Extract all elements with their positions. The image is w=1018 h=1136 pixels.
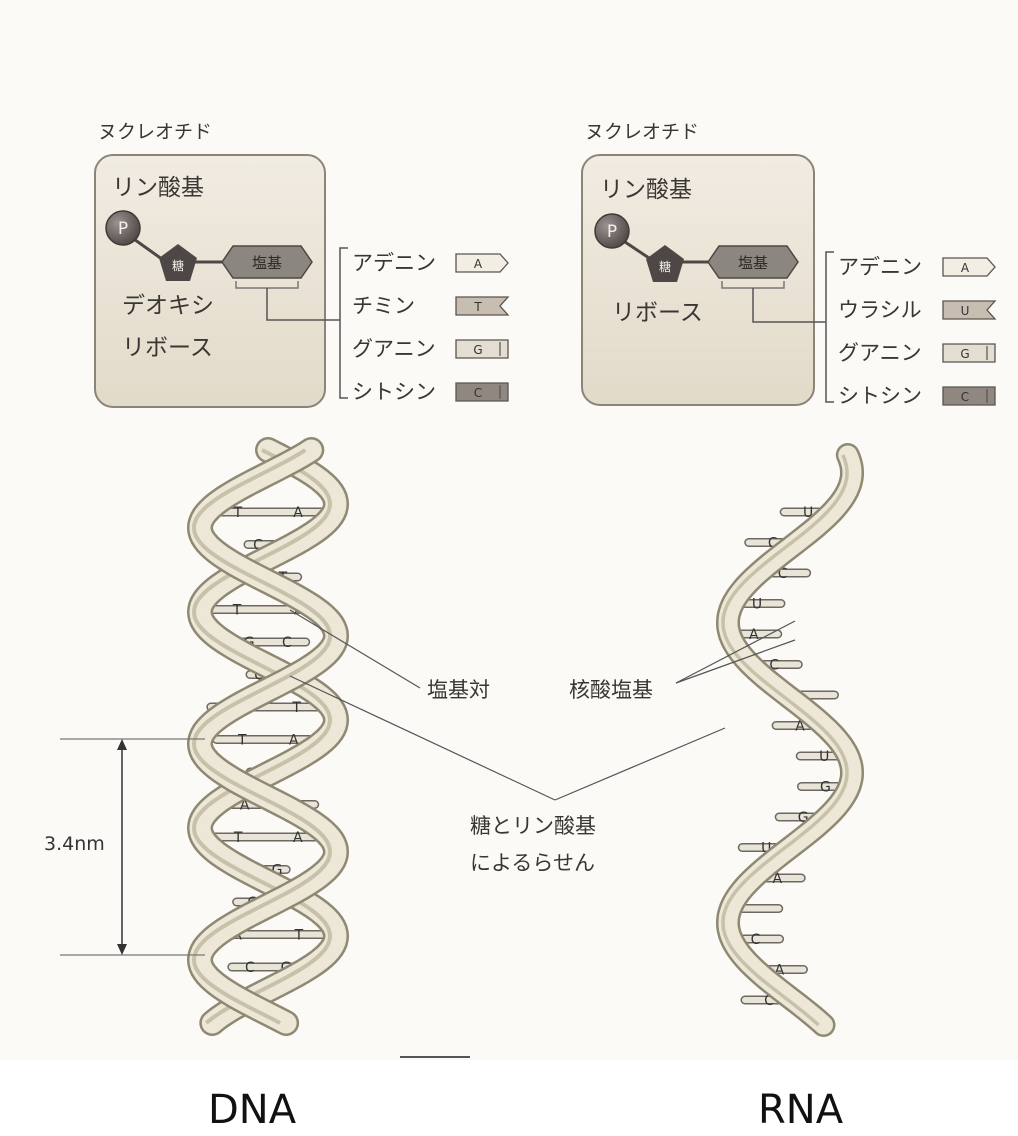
dna-phosphate-symbol: P [118, 219, 128, 239]
dna-rna-structure-diagram: ヌクレオチド リン酸基 P 糖 塩基 デオキシ リボース アデニン A チミン T グア… [0, 0, 1018, 1060]
rna-card-title: ヌクレオチド [585, 121, 699, 143]
dna-rung-right-base: A [293, 505, 303, 521]
rna-base-letter: G [820, 780, 831, 796]
caption-rna: RNA [758, 1090, 843, 1130]
dna-sugar-name-line2: リボース [122, 335, 213, 361]
callouts: 塩基対 核酸塩基 糖とリン酸基 によるらせん [290, 610, 795, 875]
rna-nucleotide-card: ヌクレオチド リン酸基 P 糖 塩基 リボース アデニン A ウラシル U グアニン G シ… [582, 121, 995, 408]
base-name-1: ウラシル [838, 298, 922, 322]
rna-sugar-symbol: 糖 [659, 259, 671, 274]
callout-nucleobase: 核酸塩基 [569, 678, 653, 702]
base-name-1: チミン [352, 294, 415, 318]
arrow-up-icon [117, 739, 127, 750]
base-name-2: グアニン [838, 341, 922, 365]
dna-card-title: ヌクレオチド [98, 121, 212, 143]
dna-rung-left-base: T [233, 505, 243, 521]
dna-sugar-symbol: 糖 [172, 258, 184, 273]
base-tag-letter: C [961, 390, 969, 404]
dna-rung-right-base: T [294, 928, 304, 944]
base-name-0: アデニン [838, 255, 922, 279]
base-name-3: シトシン [352, 380, 436, 404]
callout-backbone-line2: によるらせん [470, 851, 595, 875]
dna-rung-left-base: T [233, 830, 243, 846]
rna-phosphate-symbol: P [607, 222, 617, 242]
dna-sugar-name-line1: デオキシ [122, 293, 214, 319]
callout-backbone-line1: 糖とリン酸基 [470, 814, 596, 838]
dna-base-list: アデニン A チミン T グアニン G シトシン C [352, 251, 508, 404]
dna-phosphate-label: リン酸基 [112, 175, 204, 201]
rna-base-letter: U [752, 597, 762, 613]
dna-rung-right-base: T [291, 700, 301, 716]
base-tag-letter: A [961, 261, 970, 275]
callout-base-pair: 塩基対 [427, 678, 490, 702]
base-tag-letter: U [961, 304, 970, 318]
arrow-down-icon [117, 944, 127, 955]
base-tag-letter: C [474, 386, 482, 400]
rna-base-symbol: 塩基 [738, 254, 768, 272]
rna-base-letter: U [819, 749, 829, 765]
rna-phosphate-label: リン酸基 [600, 177, 692, 203]
caption-dna: DNA [208, 1090, 296, 1130]
rna-base-letter: C [751, 932, 761, 948]
base-tag-letter: T [473, 300, 482, 314]
base-tag-letter: G [960, 347, 969, 361]
base-tag-letter: A [474, 257, 483, 271]
dna-rung-left-base: C [245, 960, 255, 976]
dna-rung-right-base: C [282, 635, 292, 651]
dna-nucleotide-card: ヌクレオチド リン酸基 P 糖 塩基 デオキシ リボース アデニン A チミン T グア… [95, 121, 508, 407]
base-tag-letter: G [473, 343, 482, 357]
pitch-measurement: 3.4nm [42, 739, 205, 955]
rna-sugar-name: リボース [612, 300, 703, 326]
base-tag-shape [456, 297, 508, 315]
base-name-3: シトシン [838, 384, 922, 408]
dna-base-symbol: 塩基 [252, 254, 282, 272]
dna-rung-right-base: A [293, 830, 303, 846]
base-name-0: アデニン [352, 251, 436, 275]
dna-rung-left-base: T [237, 733, 247, 749]
pitch-value: 3.4nm [44, 833, 105, 855]
dna-rung-left-base: T [232, 603, 242, 619]
base-name-2: グアニン [352, 337, 436, 361]
rna-base-list: アデニン A ウラシル U グアニン G シトシン C [838, 255, 995, 408]
